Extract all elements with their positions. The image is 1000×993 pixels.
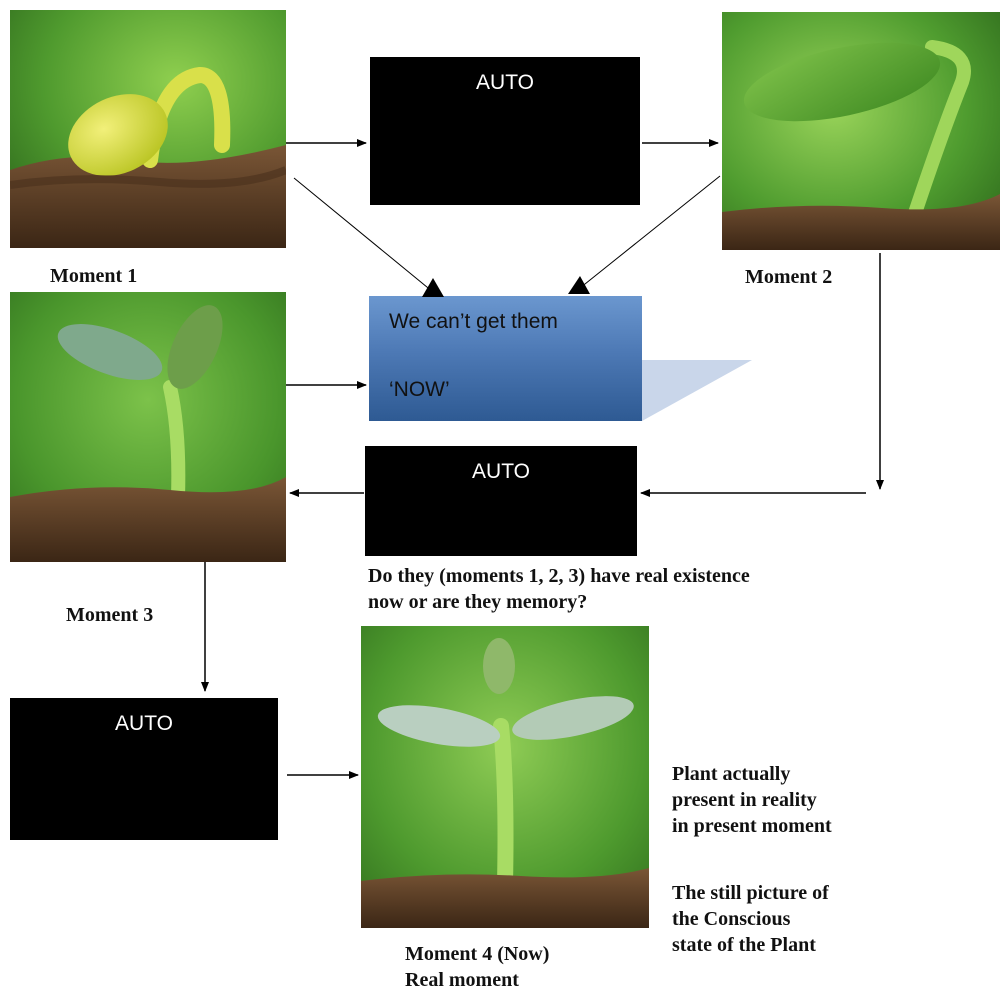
side-note-2-line: The still picture of	[672, 880, 829, 906]
side-note-1-line: in present moment	[672, 813, 832, 839]
side-note-2: The still picture of the Conscious state…	[672, 880, 829, 958]
callout-line-2: ‘NOW’	[389, 378, 450, 402]
moment-3-label: Moment 3	[66, 602, 153, 628]
moment-4-line-1: Moment 4 (Now)	[405, 941, 549, 967]
side-note-2-line: state of the Plant	[672, 932, 829, 958]
side-note-1-line: Plant actually	[672, 761, 832, 787]
moment-1-label: Moment 1	[50, 263, 137, 289]
moment-4-line-2: Real moment	[405, 967, 549, 993]
question-line-2: now or are they memory?	[368, 589, 750, 615]
moment-2-label: Moment 2	[745, 264, 832, 290]
question-line-1: Do they (moments 1, 2, 3) have real exis…	[368, 563, 750, 589]
callout-line-1: We can’t get them	[389, 310, 558, 334]
side-note-2-line: the Conscious	[672, 906, 829, 932]
moment-4-label: Moment 4 (Now) Real moment	[405, 941, 549, 993]
side-note-1-line: present in reality	[672, 787, 832, 813]
now-callout-box: We can’t get them ‘NOW’	[369, 296, 642, 421]
side-note-1: Plant actually present in reality in pre…	[672, 761, 832, 839]
question-text: Do they (moments 1, 2, 3) have real exis…	[368, 563, 750, 615]
